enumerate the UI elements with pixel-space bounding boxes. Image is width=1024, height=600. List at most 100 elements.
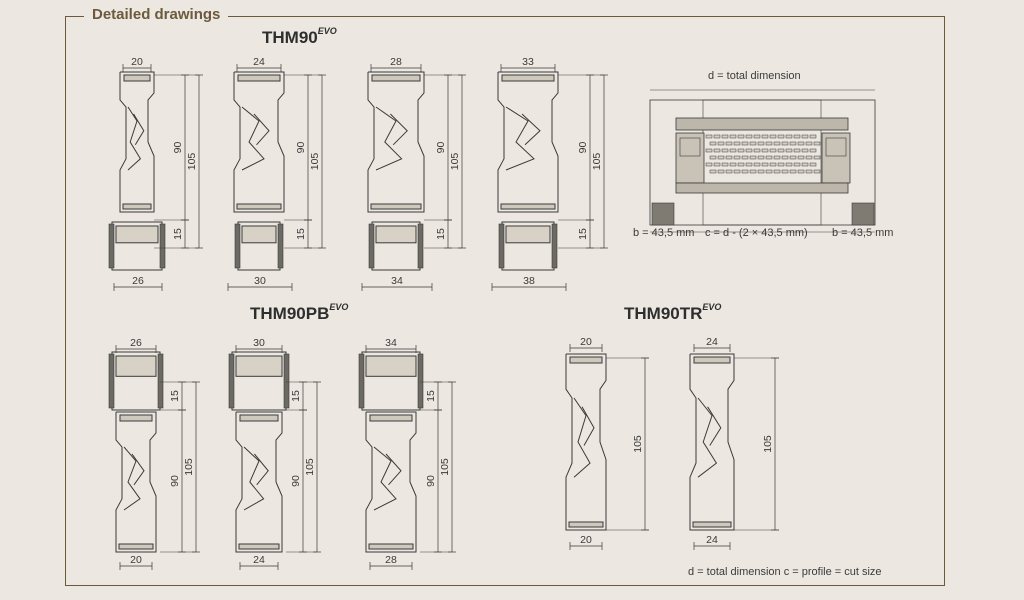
- slat-cell: [801, 148, 809, 153]
- left-wall-block: [651, 202, 675, 226]
- dimension-label: 90: [435, 142, 447, 154]
- slat-cell: [749, 169, 757, 174]
- slat-cell: [753, 134, 761, 139]
- dimension-label: 28: [390, 56, 402, 68]
- slat-cell: [717, 141, 725, 146]
- dimension-label: 90: [577, 142, 589, 154]
- slat-cell: [741, 155, 749, 160]
- slat-cell: [777, 148, 785, 153]
- header-rail: [675, 117, 849, 131]
- insert-seal-right: [277, 223, 284, 269]
- dimension-label: 90: [425, 475, 437, 487]
- slat-cell: [777, 162, 785, 167]
- glazing-bead: [501, 74, 555, 82]
- dimension-label: 105: [439, 458, 451, 476]
- slat-cell: [745, 134, 753, 139]
- gasket-outline: [707, 406, 722, 446]
- right-wall-block: [851, 202, 875, 226]
- slat-cell: [713, 134, 721, 139]
- bottom-rail: [675, 182, 849, 194]
- dimension-label: 15: [169, 390, 181, 402]
- slat-cell: [785, 162, 793, 167]
- slat-cell: [785, 148, 793, 153]
- slat-cell: [741, 141, 749, 146]
- slat-cell: [813, 155, 821, 160]
- slat-cell: [713, 148, 721, 153]
- dimension-label: 105: [186, 153, 198, 171]
- dimension-label: 24: [253, 554, 265, 566]
- glazing-bead: [239, 414, 279, 422]
- frame-outline: [365, 411, 417, 553]
- slat-cell: [709, 169, 717, 174]
- section-title: Detailed drawings: [84, 6, 229, 23]
- insert-chamber: [115, 225, 159, 244]
- gasket-outline: [254, 453, 269, 486]
- series-title-thm90: THM90EVO: [262, 26, 337, 47]
- seal-outline: [505, 106, 535, 171]
- insert-chamber: [505, 225, 551, 244]
- frame-outline: [233, 71, 285, 213]
- slat-cell: [781, 141, 789, 146]
- slat-cell: [729, 134, 737, 139]
- drawings-frame: [65, 16, 945, 586]
- slat-cell: [733, 155, 741, 160]
- dimension-label: 15: [425, 390, 437, 402]
- slat-cell: [789, 169, 797, 174]
- seal-outline: [127, 106, 142, 171]
- seal-outline: [375, 106, 403, 171]
- dimension-label: 90: [295, 142, 307, 154]
- glazing-bead: [369, 414, 413, 422]
- slat-cell: [753, 162, 761, 167]
- dimension-label: 15: [290, 390, 302, 402]
- slat-cell: [749, 141, 757, 146]
- dimension-label: 90: [290, 475, 302, 487]
- dimension-label: 105: [591, 153, 603, 171]
- insert-chamber: [365, 355, 417, 377]
- glazing-bead: [371, 74, 421, 82]
- slat-cell: [797, 141, 805, 146]
- glazing-bead: [693, 356, 731, 364]
- b-left-label: b = 43,5 mm: [633, 227, 695, 239]
- gasket-outline: [253, 113, 270, 146]
- slat-cell: [725, 155, 733, 160]
- slat-cell: [709, 141, 717, 146]
- slat-cell: [805, 141, 813, 146]
- slat-cell: [721, 134, 729, 139]
- slat-cell: [809, 148, 817, 153]
- slat-cell: [745, 148, 753, 153]
- dimension-label: 26: [132, 275, 144, 287]
- slat-cell: [705, 162, 713, 167]
- slat-cell: [789, 141, 797, 146]
- dimension-label: 24: [706, 534, 718, 546]
- insert-chamber: [241, 225, 277, 244]
- slat-cell: [801, 134, 809, 139]
- bottom-seal: [238, 543, 280, 550]
- seal-outline: [243, 446, 265, 511]
- slat-cell: [721, 162, 729, 167]
- dimension-label: 90: [172, 142, 184, 154]
- insert-seal-right: [551, 223, 558, 269]
- slat-cell: [773, 169, 781, 174]
- slat-cell: [737, 162, 745, 167]
- slat-cell: [709, 155, 717, 160]
- slat-cell: [781, 155, 789, 160]
- dimension-label: 28: [385, 554, 397, 566]
- insert-seal-right: [159, 223, 166, 269]
- dimension-label: 15: [577, 228, 589, 240]
- seal-outline: [697, 397, 718, 478]
- slat-cell: [705, 134, 713, 139]
- dimension-label: 20: [580, 336, 592, 348]
- slat-cell: [713, 162, 721, 167]
- dimension-label: 20: [131, 56, 143, 68]
- dimension-label: 33: [522, 56, 534, 68]
- slat-cell: [737, 134, 745, 139]
- insert-seal-right: [157, 353, 164, 409]
- slat-cell: [809, 134, 817, 139]
- series-title-thm90tr: THM90TREVO: [624, 302, 722, 323]
- slat-cell: [745, 162, 753, 167]
- slat-cell: [805, 169, 813, 174]
- insert-seal-right: [283, 353, 290, 409]
- insert-chamber: [235, 355, 283, 377]
- frame-outline: [119, 71, 155, 213]
- slat-cell: [797, 169, 805, 174]
